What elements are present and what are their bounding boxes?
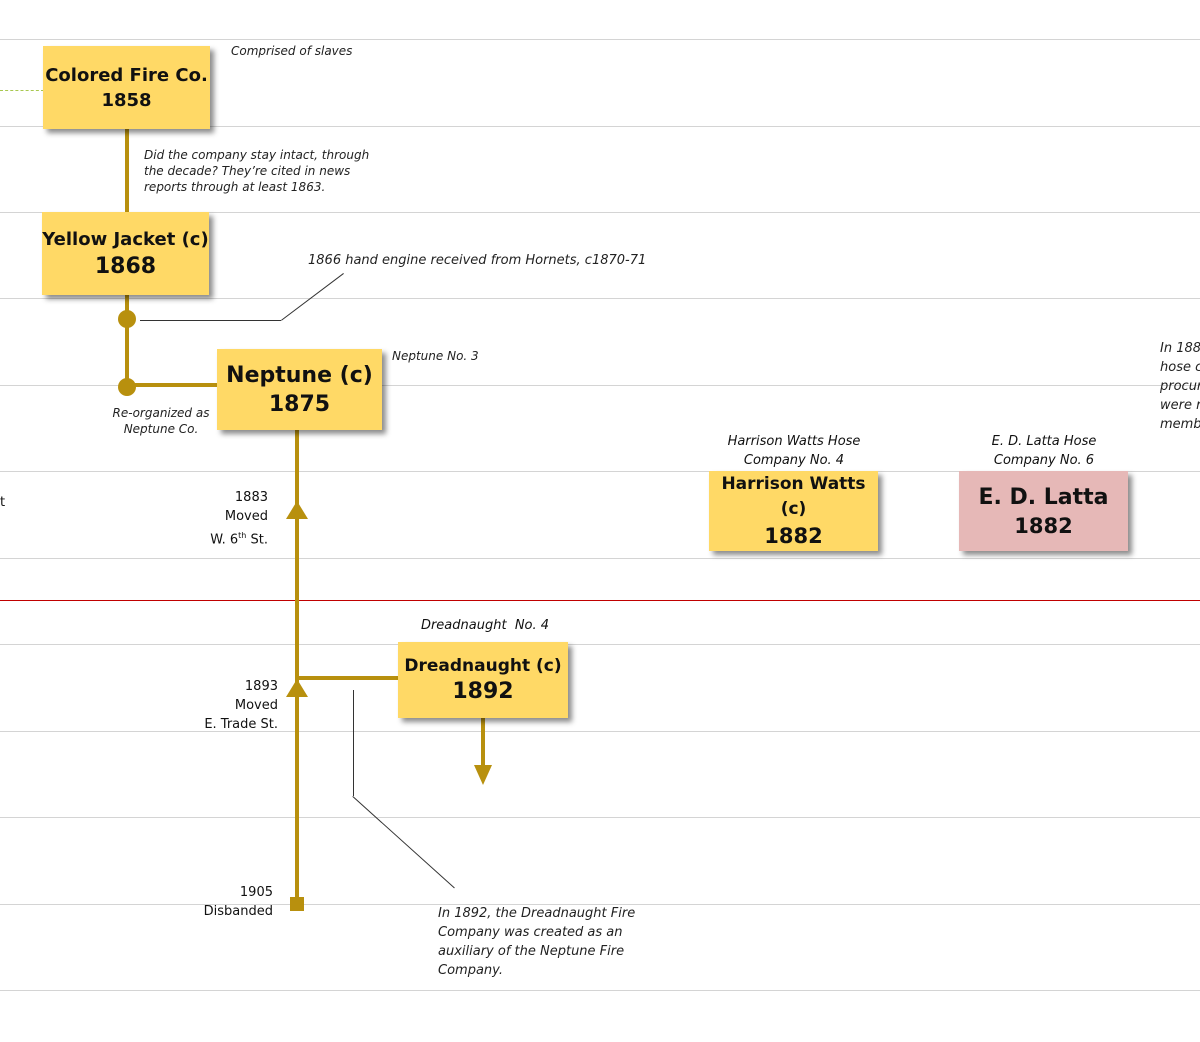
event-year: 1883 [234,490,268,505]
event-dot [118,310,136,328]
event-moved-1893: 1893 Moved E. Trade St. [190,677,278,734]
event-year: 1905 [239,885,273,900]
note-line: In 188 [1160,341,1200,356]
company-year: 1858 [101,89,152,111]
note-line: Company was created as an [438,925,623,940]
connector-line [127,383,218,387]
company-name: E. D. Latta [978,484,1109,510]
note-line: auxiliary of the Neptune Fire [438,944,625,959]
cut-left-text: t [0,495,6,510]
connector-line [295,430,299,902]
company-name: Yellow Jacket (c) [42,228,209,250]
note-line: the decade? They’re cited in news [144,164,351,178]
grid-line [0,471,1200,472]
caption-line: Harrison Watts Hose [727,434,861,449]
event-text: Disbanded [203,904,273,919]
event-street: E. Trade St. [204,717,278,732]
event-year: 1893 [244,679,278,694]
company-box-dreadnaught: Dreadnaught (c) 1892 [398,642,568,718]
company-box-ed-latta: E. D. Latta 1882 [959,471,1128,551]
company-year: 1892 [452,679,514,704]
grid-line [0,212,1200,213]
note-reorganized: Re-organized as Neptune Co. [112,405,210,437]
end-square-icon [290,897,304,911]
leader-line [352,796,455,889]
note-line: memb [1160,417,1200,432]
era-divider-line [0,600,1200,601]
caption-line: E. D. Latta Hose [991,434,1097,449]
note-line: reports through at least 1863. [144,180,326,194]
company-box-harrison-watts: Harrison Watts (c) 1882 [709,471,878,551]
grid-line [0,817,1200,818]
arrow-up-icon [286,501,308,519]
note-comprised: Comprised of slaves [231,44,353,58]
note-dreadnaught-auxiliary: In 1892, the Dreadnaught Fire Company wa… [438,904,635,980]
event-moved-1883: 1883 Moved W. 6th St. [190,488,268,549]
event-street: W. 6th St. [190,526,268,549]
leader-line [281,273,344,321]
note-cut-right: In 188 hose c procur were r memb [1160,339,1200,434]
caption-dreadnaught: Dreadnaught No. 4 [420,618,550,633]
company-box-neptune: Neptune (c) 1875 [217,349,382,430]
note-hand-engine: 1866 hand engine received from Hornets, … [308,253,647,268]
connector-line [125,295,129,388]
company-year: 1882 [764,524,823,548]
grid-line [0,904,1200,905]
caption-harrison-watts: Harrison Watts Hose Company No. 4 [704,432,884,470]
arrow-down-icon [474,765,492,785]
connector-line [125,129,129,212]
note-line: hose c [1160,360,1200,375]
note-line: were r [1160,398,1200,413]
company-box-colored-fire-co: Colored Fire Co. 1858 [43,46,210,129]
company-name: Colored Fire Co. [45,64,208,86]
caption-ed-latta: E. D. Latta Hose Company No. 6 [954,432,1134,470]
note-decade: Did the company stay intact, through the… [144,147,369,195]
note-line: procur [1160,379,1200,394]
grid-line [0,644,1200,645]
company-year: 1875 [268,391,331,417]
grid-line [0,39,1200,40]
note-line: Neptune Co. [123,422,199,436]
caption-line: Company No. 4 [743,453,845,468]
grid-line [0,385,1200,386]
leader-line [353,690,354,796]
company-name: Neptune (c) [226,362,373,388]
connector-line [297,676,399,680]
company-year: 1882 [1014,513,1073,538]
street-prefix: W. 6 [210,532,239,548]
grid-line [0,298,1200,299]
grid-line [0,126,1200,127]
note-line: Re-organized as [112,406,210,420]
company-box-yellow-jacket: Yellow Jacket (c) 1868 [42,212,209,295]
event-text: Moved [234,698,278,713]
note-line: In 1892, the Dreadnaught Fire [438,906,636,921]
company-name: Dreadnaught (c) [404,656,562,676]
grid-line [0,731,1200,732]
company-name: Harrison Watts (c) [721,474,866,519]
note-neptune-no3: Neptune No. 3 [392,349,479,363]
note-line: Company. [438,963,503,978]
street-sup: th [238,531,247,540]
connector-line [481,718,485,765]
event-text: Moved [224,509,268,524]
caption-line: Company No. 6 [993,453,1095,468]
leader-line [140,320,281,321]
street-suffix: St. [246,532,269,548]
dashed-connector [0,90,44,91]
grid-line [0,990,1200,991]
grid-line [0,558,1200,559]
event-disbanded-1905: 1905 Disbanded [190,883,273,921]
event-dot [118,378,136,396]
company-year: 1868 [94,253,157,279]
arrow-up-icon [286,679,308,697]
note-line: Did the company stay intact, through [144,148,370,162]
